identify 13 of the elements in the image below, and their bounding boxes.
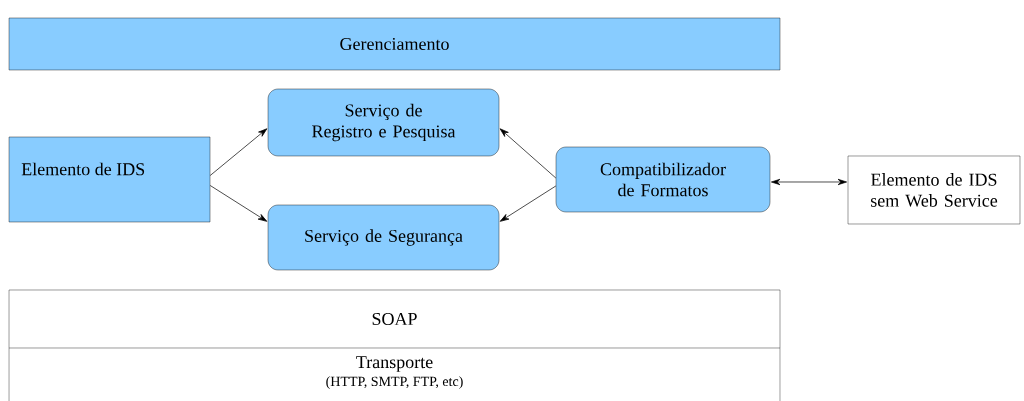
service-box: Serviço de Segurança: [267, 204, 500, 271]
converter-box: Compatibilizador de Formatos: [555, 146, 771, 213]
arrow: [499, 185, 557, 222]
arrow: [499, 128, 557, 179]
layer-box: Transporte (HTTP, SMTP, FTP, etc): [8, 347, 781, 401]
layer-box: SOAP: [8, 289, 781, 349]
external-box: Elemento de IDS sem Web Service: [847, 155, 1021, 225]
service-box: Serviço de Registro e Pesquisa: [267, 88, 500, 157]
arrow: [209, 128, 268, 176]
arrow: [771, 178, 847, 186]
layer-box: Gerenciamento: [8, 17, 781, 71]
arrow: [209, 185, 268, 222]
component-box: Elemento de IDS: [8, 136, 211, 223]
